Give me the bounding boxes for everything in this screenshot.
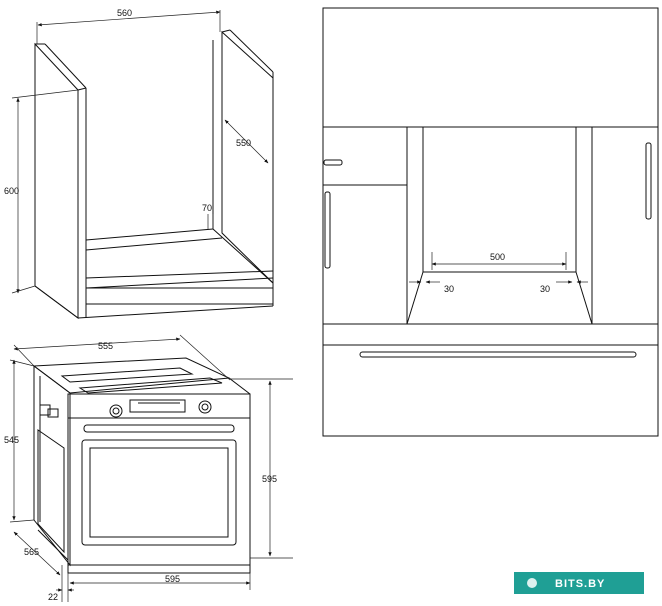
sparkle-icon [527,578,537,588]
watermark: BITS.BY [514,572,644,594]
dim-niche-width: 500 [490,252,505,262]
dim-cabinet-width: 560 [117,8,132,18]
watermark-text: BITS.BY [555,578,605,590]
dim-niche-right: 30 [540,284,550,294]
dim-cabinet-height: 600 [4,186,19,196]
dim-front-thickness: 22 [48,592,58,602]
dim-oven-height: 595 [262,474,277,484]
niche-front-view: 500 30 30 [322,7,659,437]
dim-cabinet-depth: 550 [236,138,251,148]
dim-niche-left: 30 [444,284,454,294]
dim-oven-total-depth: 565 [24,547,39,557]
cabinet-drawing: 560 550 600 70 [4,8,274,319]
dim-oven-body-height: 545 [4,435,19,445]
dim-oven-width: 595 [165,574,180,584]
oven-drawing: 555 545 565 22 595 595 [4,334,293,602]
dim-back-gap: 70 [202,203,212,213]
dim-oven-depth: 555 [98,341,113,351]
